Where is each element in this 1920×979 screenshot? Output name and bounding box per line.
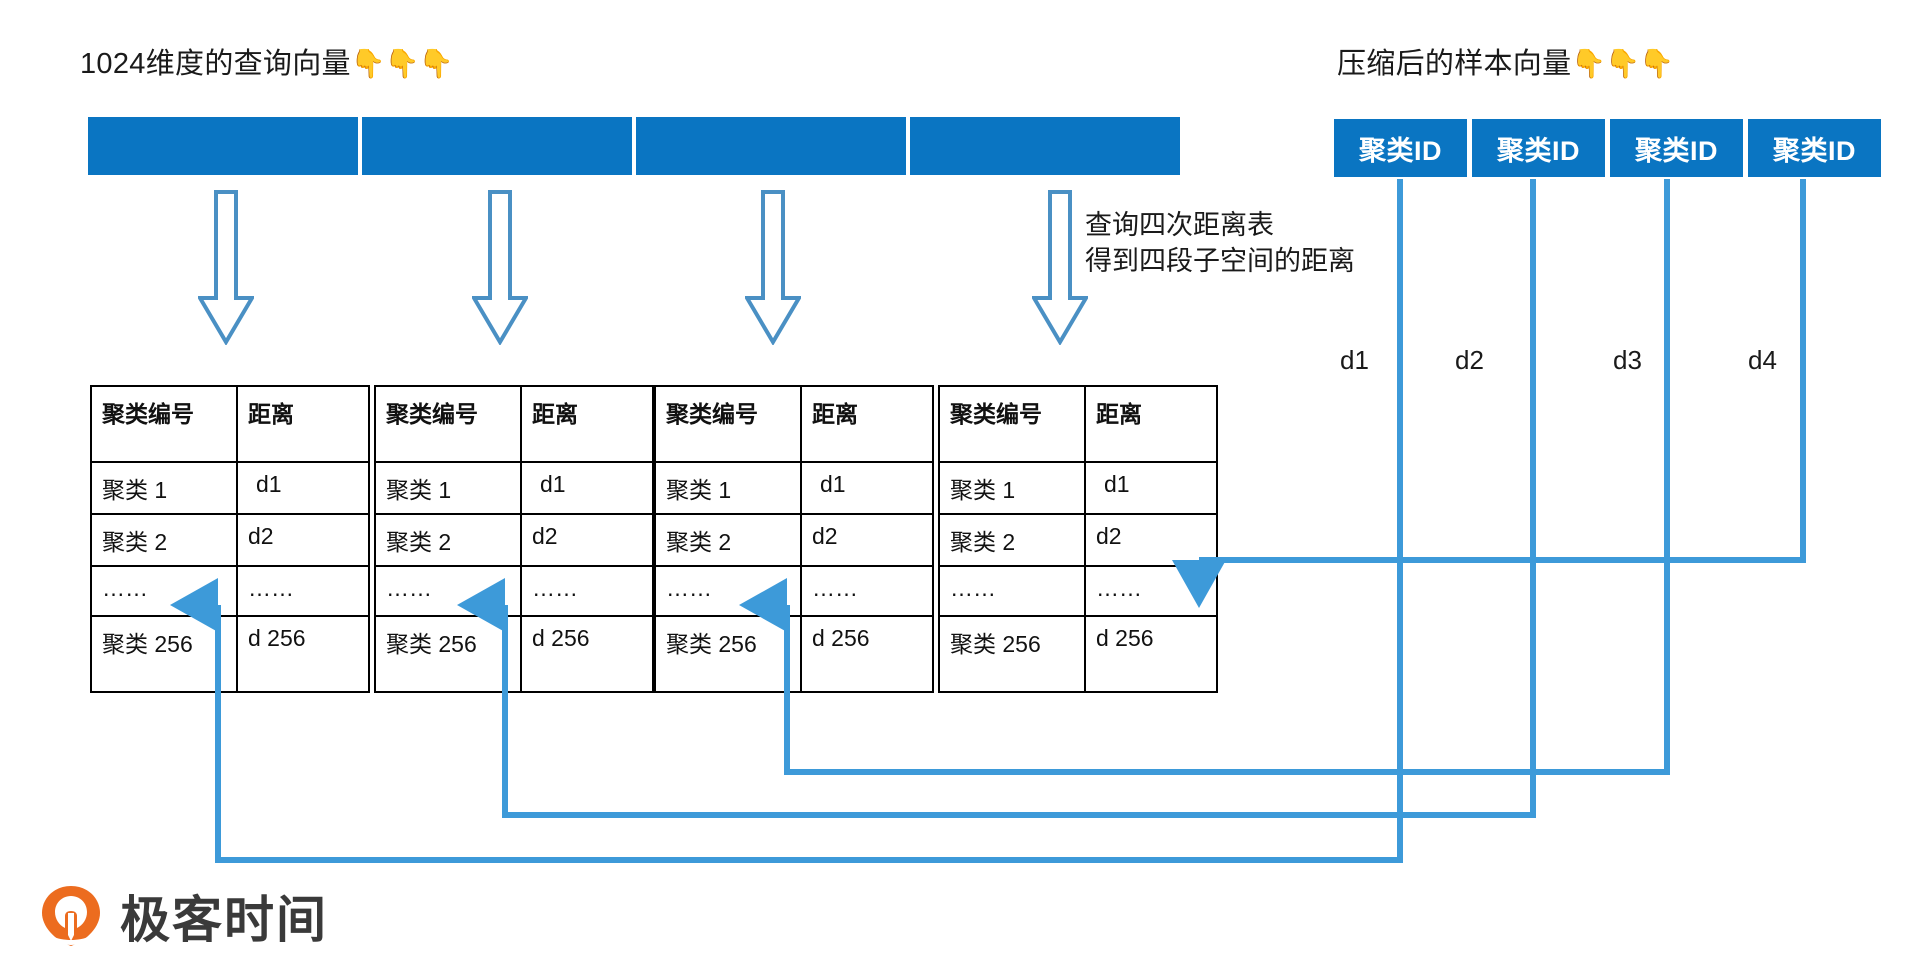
table-row: 聚类 1 d1 (938, 461, 1218, 515)
distance-table-1: 聚类编号 距离 聚类 1 d1 聚类 2 d2 …… …… 聚类 256 d 2… (90, 385, 370, 693)
cell-cluster: 聚类 256 (654, 615, 802, 693)
query-annotation-line-1: 查询四次距离表 (1085, 210, 1274, 240)
cell-distance: d 256 (520, 615, 654, 693)
table-header-row: 聚类编号 距离 (90, 385, 370, 463)
table-row: 聚类 2 d2 (90, 513, 370, 567)
pointing-down-icon-group-right: 👇👇👇 (1571, 48, 1674, 79)
down-block-arrow-icon-3 (745, 190, 801, 345)
compressed-vector-row: 聚类ID 聚类ID 聚类ID 聚类ID (1334, 119, 1881, 177)
cluster-id-box-1: 聚类ID (1334, 119, 1467, 177)
table-row: 聚类 256 d 256 (374, 615, 654, 693)
table-row: …… …… (90, 565, 370, 617)
cell-cluster: …… (374, 565, 522, 617)
table-row: …… …… (654, 565, 934, 617)
cell-distance: d1 (520, 461, 654, 515)
cell-cluster: 聚类 1 (654, 461, 802, 515)
distance-label-d4: d4 (1748, 345, 1777, 375)
down-block-arrow-icon-4 (1032, 190, 1088, 345)
table-row: 聚类 2 d2 (938, 513, 1218, 567)
cell-distance: …… (236, 565, 370, 617)
cell-distance: d1 (236, 461, 370, 515)
cell-distance: d1 (800, 461, 934, 515)
cell-cluster: 聚类 2 (654, 513, 802, 567)
table-header-distance: 距离 (800, 385, 934, 463)
table-row: 聚类 256 d 256 (654, 615, 934, 693)
cell-cluster: …… (90, 565, 238, 617)
cell-cluster: 聚类 2 (90, 513, 238, 567)
cluster-id-box-4: 聚类ID (1748, 119, 1881, 177)
cell-distance: d 256 (1084, 615, 1218, 693)
cell-distance: d1 (1084, 461, 1218, 515)
table-row: 聚类 1 d1 (374, 461, 654, 515)
distance-label-d3: d3 (1613, 345, 1642, 375)
query-vector-segment-3 (636, 117, 906, 175)
table-row: …… …… (374, 565, 654, 617)
cell-cluster: 聚类 2 (938, 513, 1086, 567)
distance-table-3: 聚类编号 距离 聚类 1 d1 聚类 2 d2 …… …… 聚类 256 d 2… (654, 385, 934, 693)
table-header-cluster-id: 聚类编号 (654, 385, 802, 463)
cell-cluster: 聚类 256 (374, 615, 522, 693)
cell-cluster: 聚类 256 (90, 615, 238, 693)
table-row: 聚类 256 d 256 (90, 615, 370, 693)
query-vector-segment-2 (362, 117, 632, 175)
table-header-row: 聚类编号 距离 (938, 385, 1218, 463)
cluster-id-box-3: 聚类ID (1610, 119, 1743, 177)
cell-distance: d2 (800, 513, 934, 567)
cell-cluster: 聚类 1 (90, 461, 238, 515)
table-header-cluster-id: 聚类编号 (374, 385, 522, 463)
distance-label-d2: d2 (1455, 345, 1484, 375)
table-header-cluster-id: 聚类编号 (90, 385, 238, 463)
table-header-distance: 距离 (520, 385, 654, 463)
down-block-arrow-icon-2 (472, 190, 528, 345)
pointing-down-icon-group-left: 👇👇👇 (350, 48, 454, 79)
compressed-vector-title-text: 压缩后的样本向量 (1337, 48, 1572, 80)
cell-cluster: 聚类 256 (938, 615, 1086, 693)
query-vector-title-text: 1024维度的查询向量 (80, 48, 351, 80)
table-header-row: 聚类编号 距离 (374, 385, 654, 463)
cell-distance: d 256 (800, 615, 934, 693)
cell-distance: …… (520, 565, 654, 617)
query-vector-segment-4 (910, 117, 1180, 175)
query-vector-bar (88, 117, 1180, 175)
query-vector-title: 1024维度的查询向量👇👇👇 (80, 40, 454, 82)
query-annotation: 查询四次距离表 得到四段子空间的距离 (1085, 208, 1355, 279)
cell-distance: …… (1084, 565, 1218, 617)
cell-cluster: …… (654, 565, 802, 617)
query-vector-segment-1 (88, 117, 358, 175)
distance-table-4: 聚类编号 距离 聚类 1 d1 聚类 2 d2 …… …… 聚类 256 d 2… (938, 385, 1218, 693)
cell-cluster: 聚类 1 (938, 461, 1086, 515)
geektime-logo: 极客时间 (38, 880, 328, 952)
cell-distance: d2 (520, 513, 654, 567)
compressed-vector-title: 压缩后的样本向量👇👇👇 (1337, 40, 1674, 82)
distance-table-2: 聚类编号 距离 聚类 1 d1 聚类 2 d2 …… …… 聚类 256 d 2… (374, 385, 654, 693)
table-row: 聚类 1 d1 (654, 461, 934, 515)
table-row: 聚类 2 d2 (654, 513, 934, 567)
geektime-logo-text: 极客时间 (120, 891, 328, 949)
table-row: 聚类 256 d 256 (938, 615, 1218, 693)
table-header-distance: 距离 (1084, 385, 1218, 463)
query-annotation-line-2: 得到四段子空间的距离 (1085, 245, 1355, 276)
geektime-logo-icon (42, 886, 100, 946)
cell-distance: d2 (1084, 513, 1218, 567)
cluster-id-box-2: 聚类ID (1472, 119, 1605, 177)
cell-distance: …… (800, 565, 934, 617)
cell-cluster: 聚类 2 (374, 513, 522, 567)
distance-label-d1: d1 (1340, 345, 1369, 375)
table-header-distance: 距离 (236, 385, 370, 463)
cell-cluster: 聚类 1 (374, 461, 522, 515)
table-header-row: 聚类编号 距离 (654, 385, 934, 463)
table-row: 聚类 1 d1 (90, 461, 370, 515)
table-header-cluster-id: 聚类编号 (938, 385, 1086, 463)
table-row: 聚类 2 d2 (374, 513, 654, 567)
table-row: …… …… (938, 565, 1218, 617)
cell-distance: d 256 (236, 615, 370, 693)
cell-cluster: …… (938, 565, 1086, 617)
down-block-arrow-icon-1 (198, 190, 254, 345)
cell-distance: d2 (236, 513, 370, 567)
